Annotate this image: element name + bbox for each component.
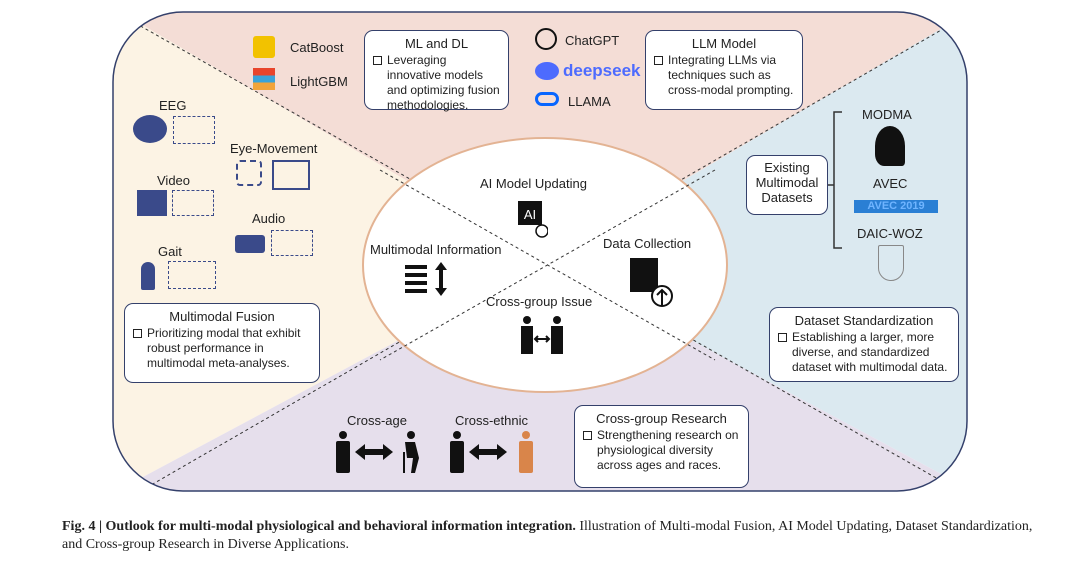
center-label-data-collection: Data Collection: [603, 236, 692, 251]
dataset-standardization-text: Establishing a larger, more diverse, and…: [778, 330, 950, 375]
chatgpt-label: ChatGPT: [565, 33, 620, 48]
existing-datasets-label: Existing Multimodal Datasets: [755, 160, 819, 205]
ml-dl-title: ML and DL: [404, 36, 469, 51]
existing-datasets-box: Existing Multimodal Datasets: [746, 155, 828, 215]
center-label-cross-group-issue: Cross-group Issue: [486, 294, 593, 309]
avec-2019-logo: AVEC 2019: [854, 200, 938, 213]
data-upload-icon: [630, 258, 673, 307]
person-icon: [450, 431, 464, 473]
speech-bubbles-icon: [235, 235, 265, 253]
cross-group-figures: [336, 431, 533, 473]
eye-movement-label: Eye-Movement: [230, 141, 318, 156]
people-exchange-icon: [521, 316, 563, 354]
walking-person-icon: [141, 262, 155, 290]
figure-caption: Fig. 4 | Outlook for multi-modal physiol…: [62, 518, 1052, 554]
ai-chip-icon: AI: [518, 201, 548, 238]
caption-text: Illustration of Multi-modal Fusion, AI M…: [62, 519, 1033, 552]
avec-label: AVEC: [873, 176, 908, 191]
meta-logo-icon: [535, 92, 559, 106]
gait-trajectory-icon: [168, 261, 216, 289]
deepseek-label: deepseek: [563, 61, 641, 80]
svg-text:AI: AI: [524, 207, 536, 222]
double-arrow-icon: [469, 444, 507, 460]
cross-ethnic-label: Cross-ethnic: [455, 413, 528, 428]
caption-bold: Fig. 4 | Outlook for multi-modal physiol…: [62, 519, 576, 534]
llm-model-text: Integrating LLMs via techniques such as …: [654, 53, 794, 98]
faces-icon: [172, 190, 214, 216]
dataset-bracket: [828, 111, 842, 249]
catboost-label: CatBoost: [290, 40, 344, 55]
usc-seal-icon: [878, 245, 904, 281]
eye-icon: [236, 160, 262, 186]
ml-dl-text: Leveraging innovative models and optimiz…: [373, 53, 500, 113]
cross-age-label: Cross-age: [347, 413, 407, 428]
lightgbm-label: LightGBM: [290, 74, 348, 89]
cross-group-research-title: Cross-group Research: [596, 411, 727, 426]
deepseek-logo-icon: [535, 62, 559, 80]
ml-dl-box: ML and DL Leveraging innovative models an…: [364, 30, 509, 113]
audio-wave-icon: [271, 230, 313, 256]
daic-woz-label: DAIC-WOZ: [857, 226, 923, 241]
video-label: Video: [157, 173, 191, 188]
lightgbm-logo-icon: [253, 68, 275, 90]
eeg-wave-icon: [173, 116, 215, 144]
chatgpt-logo-icon: [535, 28, 557, 50]
center-ellipse: [362, 137, 728, 393]
modma-label: MODMA: [862, 107, 912, 122]
eeg-label: EEG: [159, 98, 187, 113]
llama-label: LLAMA: [568, 94, 611, 109]
multimodal-fusion-title: Multimodal Fusion: [169, 309, 275, 324]
person-orange-icon: [519, 431, 533, 473]
gait-label: Gait: [158, 244, 182, 259]
multimodal-fusion-text: Prioritizing modal that exhibit robust p…: [133, 326, 311, 371]
list-arrows-icon: [405, 262, 447, 296]
gaze-graph-icon: [272, 160, 310, 190]
elderly-person-icon: [403, 431, 419, 473]
center-label-multimodal-information: Multimodal Information: [370, 242, 502, 257]
center-label-ai-model-updating: AI Model Updating: [480, 176, 587, 191]
video-icon: [137, 190, 167, 216]
person-icon: [336, 431, 350, 473]
cross-group-research-text: Strengthening research on physiological …: [583, 428, 740, 473]
double-arrow-icon: [355, 444, 393, 460]
catboost-logo-icon: [253, 36, 275, 58]
head-brain-icon: [875, 126, 905, 166]
dataset-standardization-title: Dataset Standardization: [794, 313, 934, 328]
brain-icon: [133, 115, 167, 143]
audio-label: Audio: [252, 211, 286, 226]
llm-model-title: LLM Model: [691, 36, 757, 51]
